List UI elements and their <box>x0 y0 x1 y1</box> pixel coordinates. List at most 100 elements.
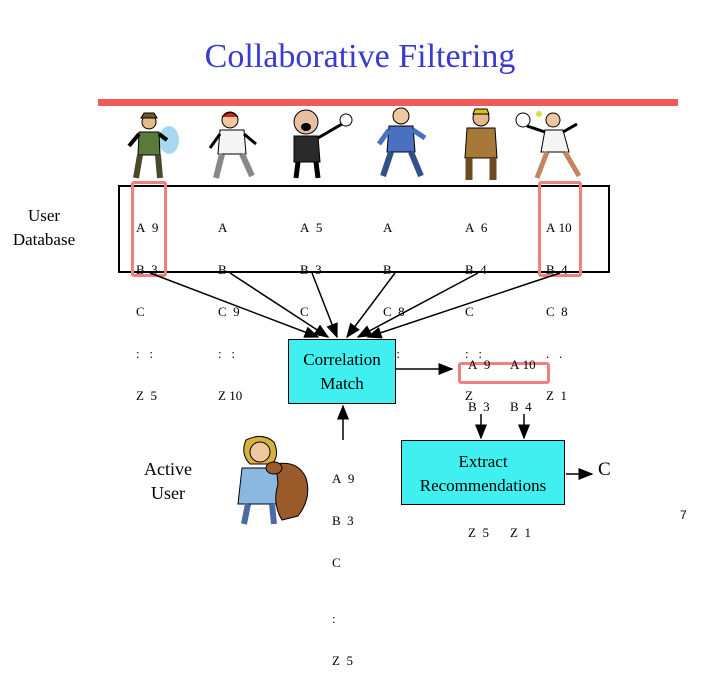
user-record-6: A 10 B 4 C 8 . . Z 1 <box>546 193 572 417</box>
businessman-figure-icon <box>376 107 427 178</box>
item-letter: Z <box>465 388 473 403</box>
record-row: C <box>300 305 322 319</box>
highlight-frame <box>538 181 582 277</box>
item-letter: C <box>136 304 145 319</box>
record-row: Z 5 <box>332 654 354 668</box>
correlation-match-box: Correlation Match <box>288 339 396 404</box>
item-letter: C <box>383 304 392 319</box>
user-record-1: A 9 B 3 C : : Z 5 <box>136 193 158 417</box>
user-record-5: A 6 B 4 C : : Z <box>465 193 487 417</box>
extract-label: Recommendations <box>419 476 547 495</box>
record-row: A <box>383 221 405 235</box>
item-rating: : <box>149 346 153 361</box>
item-letter: Z <box>218 388 226 403</box>
record-row: B <box>218 263 242 277</box>
item-letter: A <box>383 220 393 235</box>
record-row: C <box>465 305 487 319</box>
active-user-label-line: User <box>151 483 185 503</box>
record-row: Z 5 <box>136 389 158 403</box>
tennis-player-figure-icon <box>515 111 582 179</box>
record-row: Z 5 <box>468 526 490 540</box>
item-letter: B <box>383 262 392 277</box>
record-row: B 4 <box>465 263 487 277</box>
item-letter: A <box>218 220 228 235</box>
active-user-label-line: Active <box>144 459 192 479</box>
record-row: C 9 <box>218 305 242 319</box>
user-database-label-line: Database <box>12 230 76 249</box>
farmer-figure-icon <box>127 112 179 179</box>
record-row: A 9 <box>332 472 354 486</box>
user-record-2: A B C 9 : : Z 10 <box>218 193 242 417</box>
item-rating: 8 <box>561 304 568 319</box>
item-rating: : <box>396 346 400 361</box>
item-rating: 5 <box>150 388 157 403</box>
item-rating: 10 <box>558 220 572 235</box>
item-letter: C <box>218 304 227 319</box>
item-letter: : <box>332 611 336 626</box>
record-row: Z 1 <box>546 389 572 403</box>
record-row: C 8 <box>383 305 405 319</box>
item-rating: 3 <box>151 262 158 277</box>
item-rating: 3 <box>315 262 322 277</box>
item-rating: 4 <box>525 399 532 414</box>
extract-label: Extract <box>458 452 508 471</box>
item-rating: 10 <box>229 388 243 403</box>
item-rating: : <box>231 346 235 361</box>
record-row: A 10 <box>510 358 536 372</box>
item-rating: 9 <box>483 357 491 372</box>
record-row: A 5 <box>300 221 322 235</box>
item-letter: B <box>465 262 474 277</box>
item-rating: 6 <box>480 220 488 235</box>
item-letter: C <box>465 304 474 319</box>
active-user-label: Active User <box>130 457 206 505</box>
record-row: B 4 <box>510 400 536 414</box>
record-row: B 4 <box>546 263 572 277</box>
record-row: : : <box>218 347 242 361</box>
highlight-frame <box>458 362 550 384</box>
record-row: A 9 <box>136 221 158 235</box>
item-letter: B <box>136 262 145 277</box>
item-rating: : <box>478 346 482 361</box>
item-letter: A <box>468 357 478 372</box>
record-row: C <box>332 556 354 570</box>
item-rating: 3 <box>483 399 490 414</box>
item-rating: 4 <box>561 262 568 277</box>
record-row: A <box>218 221 242 235</box>
item-letter: B <box>300 262 309 277</box>
item-letter: A <box>546 220 556 235</box>
item-letter: A <box>300 220 310 235</box>
page-title: Collaborative Filtering <box>204 38 516 75</box>
record-row: A 9 <box>468 358 490 372</box>
item-letter: B <box>468 399 477 414</box>
item-letter: : <box>136 346 140 361</box>
title-underline <box>98 99 678 106</box>
shouting-man-figure-icon <box>293 109 353 179</box>
record-row: A 6 <box>465 221 487 235</box>
item-letter: : <box>465 346 469 361</box>
item-letter: C <box>546 304 555 319</box>
record-row: : <box>332 598 354 626</box>
item-rating: 1 <box>524 525 531 540</box>
woman-with-dog-icon <box>237 436 309 525</box>
item-letter: B <box>332 513 341 528</box>
record-row: : : <box>136 347 158 361</box>
record-row: B <box>383 263 405 277</box>
user-database-label-line: User <box>27 206 61 225</box>
record-row: . . <box>546 347 572 361</box>
baseball-player-figure-icon <box>208 111 257 179</box>
item-rating: 9 <box>347 471 355 486</box>
item-rating: 9 <box>151 220 159 235</box>
page-number: 7 <box>680 508 687 522</box>
item-letter: Z <box>510 525 518 540</box>
record-row: B 3 <box>300 263 322 277</box>
item-letter: Z <box>136 388 144 403</box>
highlight-frame <box>131 181 167 277</box>
item-letter: A <box>465 220 475 235</box>
item-letter: B <box>546 262 555 277</box>
extract-recommendations-box: Extract Recommendations <box>401 440 565 505</box>
item-letter: : <box>218 346 222 361</box>
item-letter: C <box>300 304 309 319</box>
item-letter: A <box>510 357 520 372</box>
item-letter: B <box>218 262 227 277</box>
user-database-box <box>118 185 610 273</box>
